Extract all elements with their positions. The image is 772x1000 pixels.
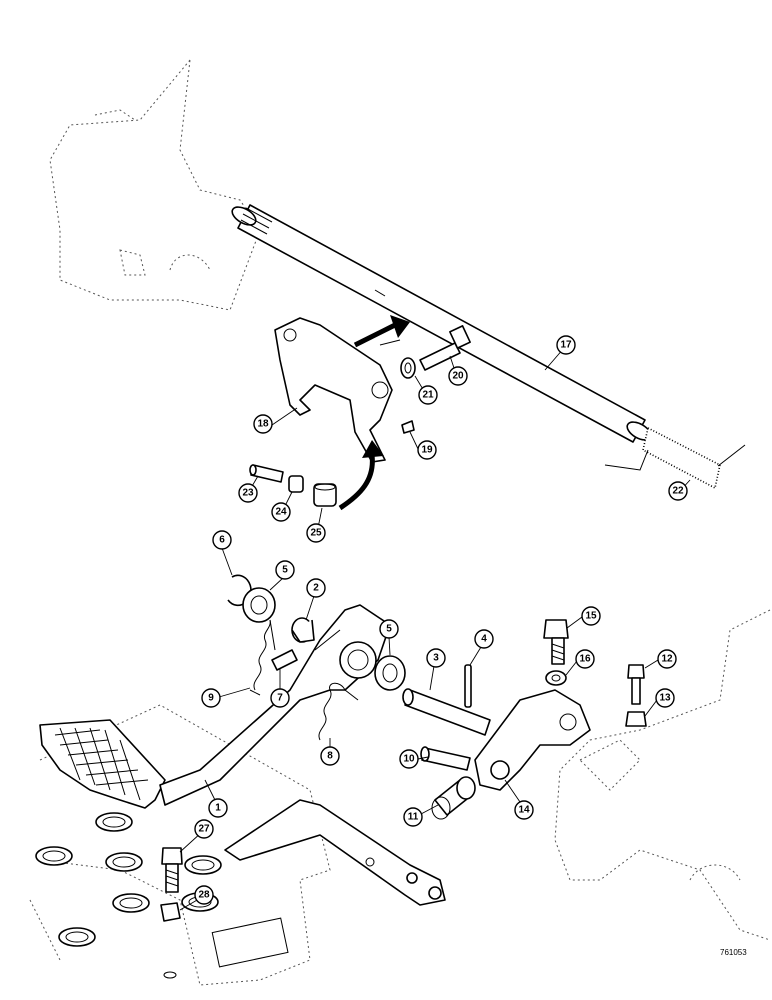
pedal-spring-upper (249, 619, 276, 696)
callout-label: 1 (215, 803, 221, 814)
callout-label: 24 (275, 507, 287, 518)
callout-9: 9 (201, 688, 221, 708)
axle-housing-right (554, 609, 771, 941)
callout-25: 25 (306, 523, 326, 543)
lock-washer (400, 357, 416, 379)
clevis-pin (420, 746, 471, 771)
callout-label: 18 (257, 419, 269, 430)
clevis-bolt (543, 619, 569, 665)
pedal-spring-lower (318, 682, 359, 741)
callout-1: 1 (208, 798, 228, 818)
callout-label: 4 (481, 634, 487, 645)
callout-14: 14 (514, 800, 534, 820)
callout-3: 3 (426, 648, 446, 668)
callout-label: 11 (408, 812, 419, 823)
floor-grommets (35, 812, 222, 979)
linkage-shaft (402, 688, 491, 736)
callout-19: 19 (417, 440, 437, 460)
assembly-arrow-upper (353, 315, 410, 348)
callout-16: 16 (575, 649, 595, 669)
callout-label: 7 (277, 693, 283, 704)
shaft-bolt (419, 325, 471, 371)
callout-27: 27 (194, 819, 214, 839)
callout-5-right: 5 (379, 619, 399, 639)
callout-28: 28 (194, 885, 214, 905)
return-spring (604, 427, 746, 489)
pedal-bushing (291, 617, 315, 643)
cross-shaft (231, 204, 652, 443)
callout-label: 28 (198, 890, 210, 901)
callout-label: 17 (560, 340, 572, 351)
callout-2: 2 (306, 578, 326, 598)
clevis-arm (474, 689, 591, 791)
release-fork (274, 317, 401, 463)
callout-label: 22 (672, 486, 684, 497)
transmission-housing-top (49, 58, 261, 311)
clevis-washer (545, 670, 567, 686)
assembly-arrow-lower (338, 440, 384, 511)
callout-label: 13 (659, 693, 671, 704)
callout-20: 20 (448, 366, 468, 386)
callout-18: 18 (253, 414, 273, 434)
callout-5-left: 5 (275, 560, 295, 580)
small-bushing (288, 475, 304, 493)
callout-label: 15 (585, 611, 597, 622)
thrust-washer-right (374, 655, 406, 691)
callout-label: 8 (327, 751, 333, 762)
callout-label: 14 (518, 805, 530, 816)
pivot-pin (271, 649, 298, 671)
thrust-washer-left (242, 587, 276, 623)
adjuster-bolt (627, 664, 645, 705)
callout-12: 12 (657, 649, 677, 669)
pedal-bracket (224, 799, 446, 906)
callout-label: 3 (433, 653, 439, 664)
stop-nut (160, 902, 181, 922)
callout-8: 8 (320, 746, 340, 766)
callout-label: 20 (452, 371, 464, 382)
callout-label: 6 (219, 535, 225, 546)
callout-label: 23 (242, 488, 254, 499)
roller (431, 776, 476, 820)
fork-pin (249, 464, 284, 483)
callout-21: 21 (418, 385, 438, 405)
callout-label: 9 (208, 693, 214, 704)
callout-11: 11 (403, 807, 423, 827)
callout-7: 7 (270, 688, 290, 708)
fork-key (401, 420, 415, 434)
adjuster-nut (625, 711, 647, 727)
callout-13: 13 (655, 688, 675, 708)
callout-label: 12 (661, 654, 673, 665)
floor-plate (29, 704, 331, 986)
callout-4: 4 (474, 629, 494, 649)
callout-label: 5 (386, 624, 392, 635)
callout-label: 21 (422, 390, 434, 401)
callout-label: 2 (313, 583, 319, 594)
callout-22: 22 (668, 481, 688, 501)
leader-lines (179, 347, 691, 911)
large-bushing (313, 483, 337, 507)
callout-6: 6 (212, 530, 232, 550)
callout-label: 16 (579, 654, 591, 665)
callout-label: 19 (421, 445, 433, 456)
callout-10: 10 (399, 749, 419, 769)
callout-17: 17 (556, 335, 576, 355)
callout-23: 23 (238, 483, 258, 503)
callout-label: 27 (198, 824, 210, 835)
callout-label: 10 (403, 754, 415, 765)
callout-label: 5 (282, 565, 288, 576)
callout-15: 15 (581, 606, 601, 626)
callout-24: 24 (271, 502, 291, 522)
callout-label: 25 (310, 528, 322, 539)
stop-bolt (161, 847, 183, 893)
roll-pin (464, 664, 472, 708)
figure-id: 761053 (720, 948, 747, 957)
